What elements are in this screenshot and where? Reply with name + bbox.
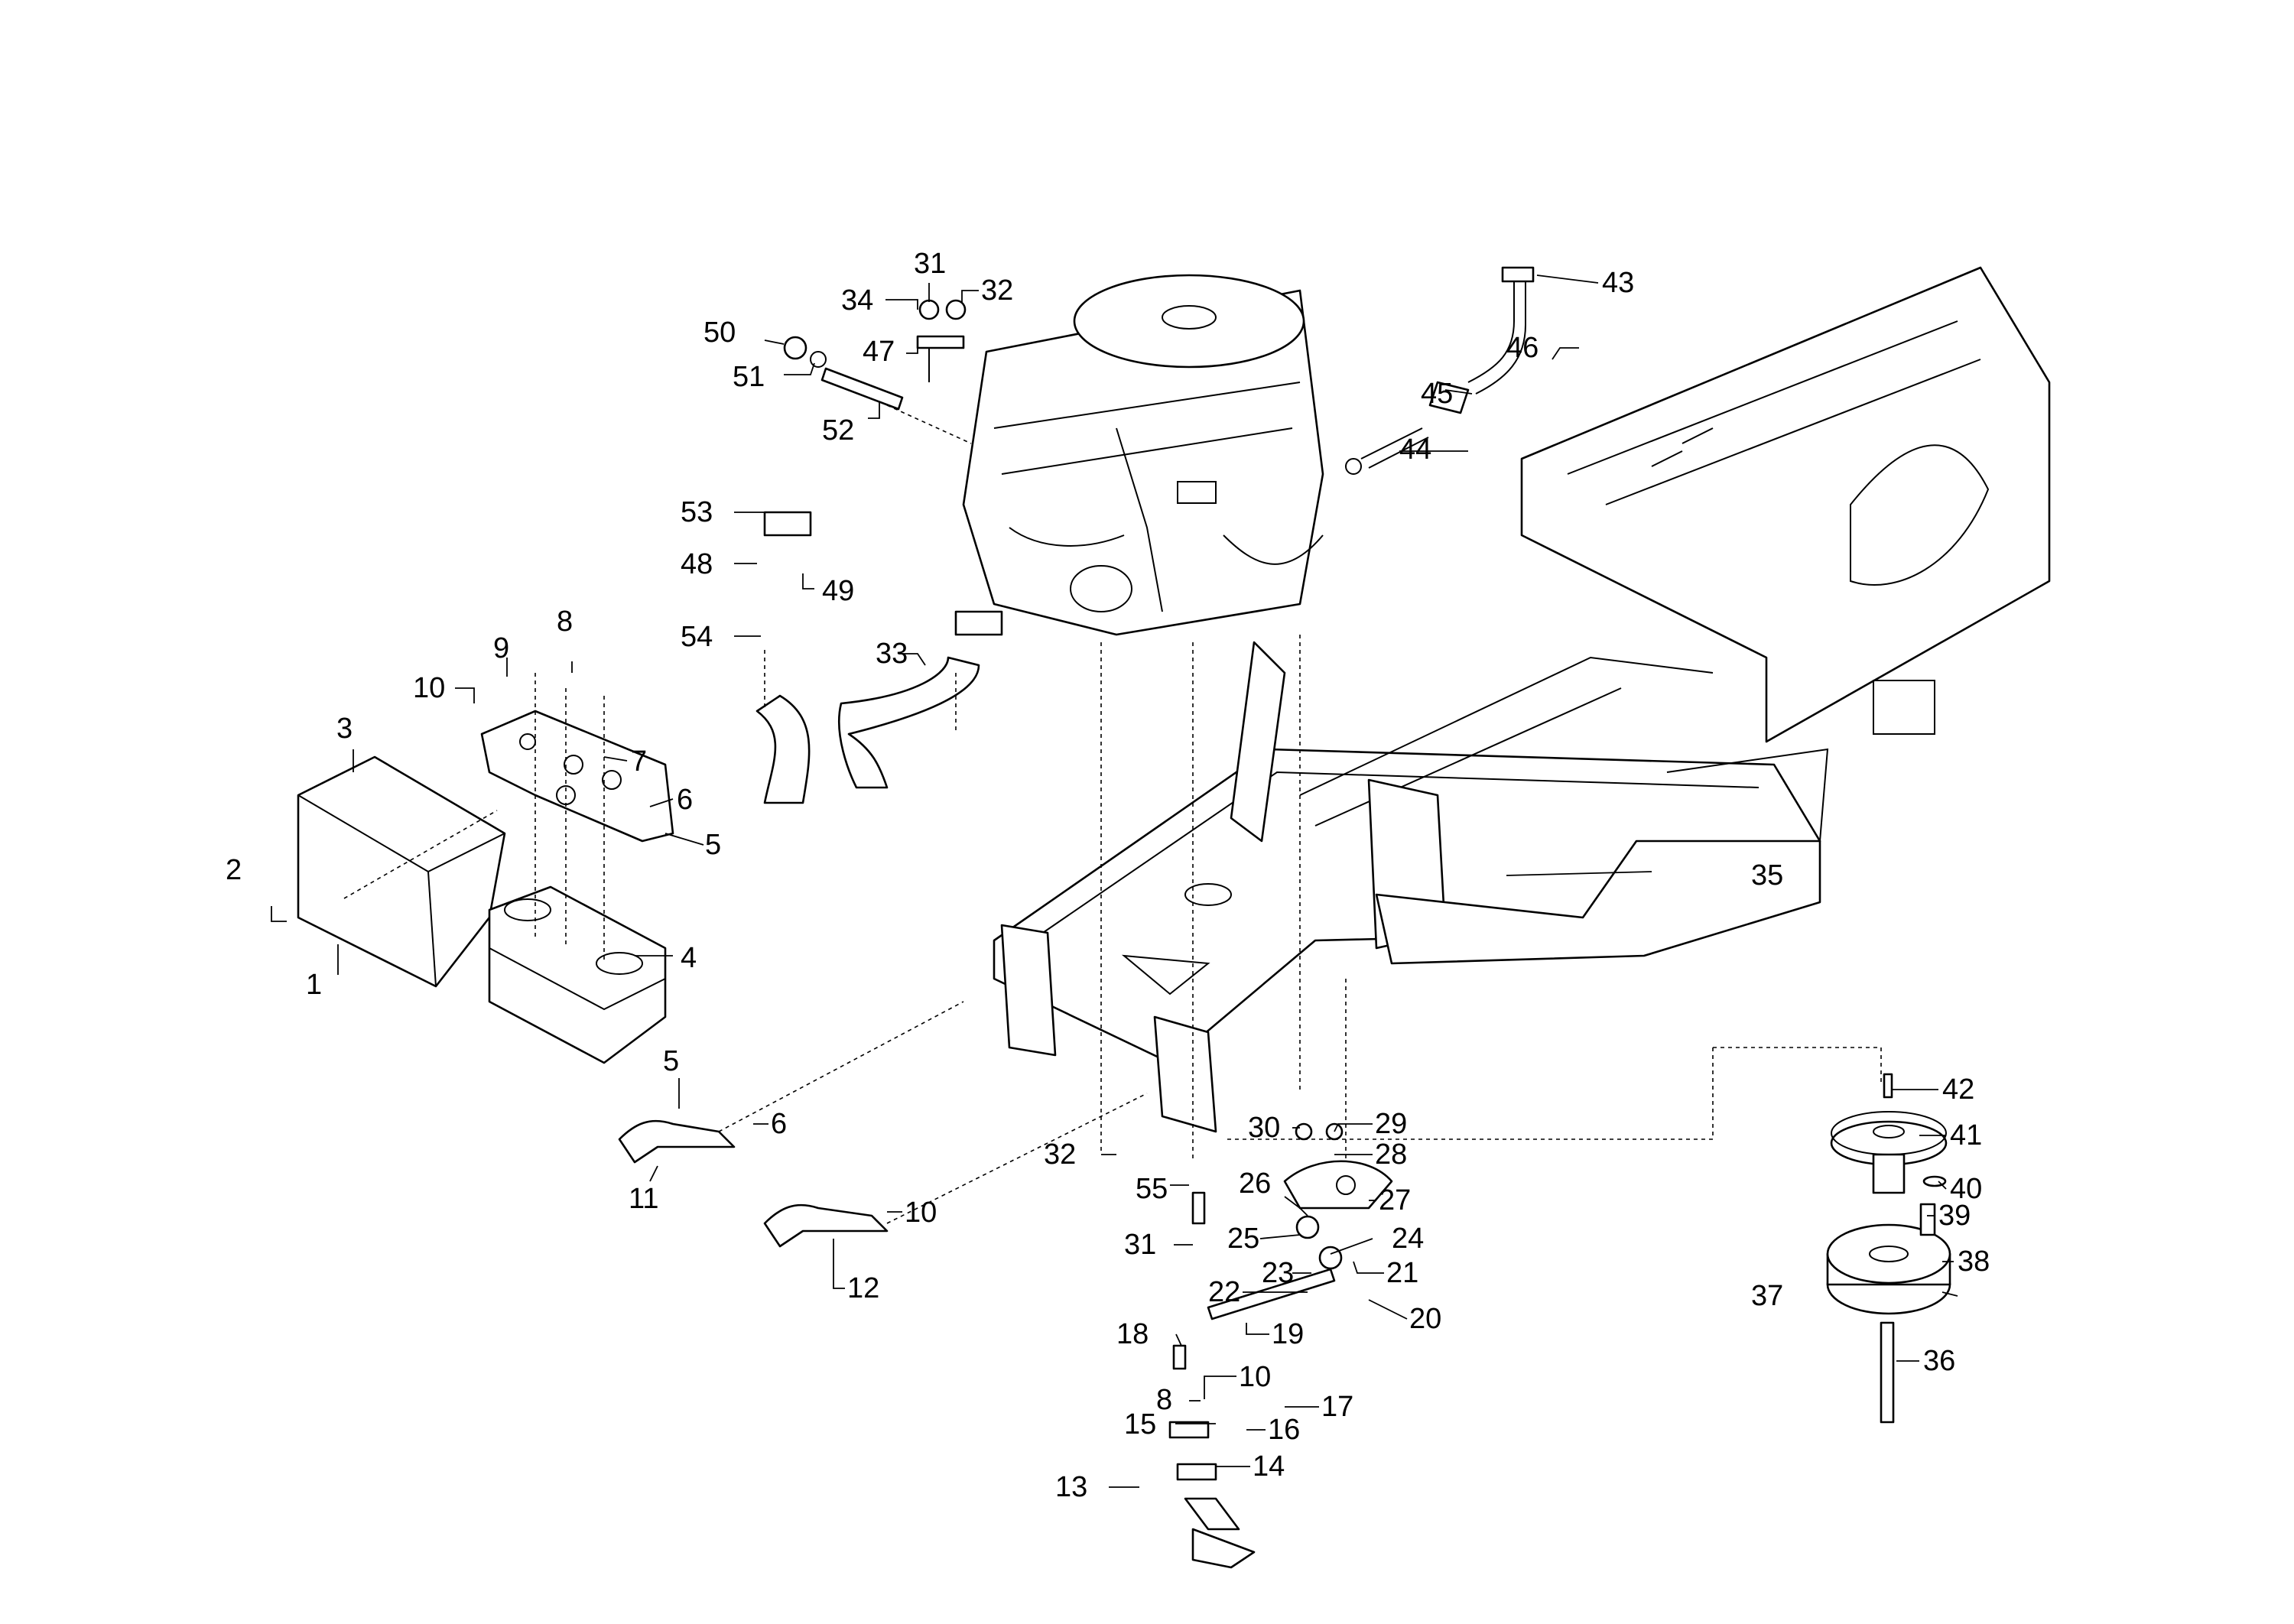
leader-lines xyxy=(271,274,1958,1488)
callout-53: 53 xyxy=(681,496,713,528)
callout-labels: 1 2 3 4 5 5 6 6 7 8 8 9 10 10 10 11 12 1… xyxy=(226,248,1990,1503)
callout-41: 41 xyxy=(1950,1119,1982,1151)
callout-4: 4 xyxy=(681,942,697,974)
callout-25: 25 xyxy=(1227,1223,1259,1255)
callout-31b: 31 xyxy=(1124,1229,1156,1261)
callout-38: 38 xyxy=(1958,1246,1990,1278)
callout-6: 6 xyxy=(677,784,693,816)
callout-10c: 10 xyxy=(1239,1361,1271,1393)
callout-5b: 5 xyxy=(663,1045,679,1077)
callout-46: 46 xyxy=(1506,332,1539,364)
callout-5: 5 xyxy=(705,829,721,861)
callout-17: 17 xyxy=(1321,1391,1353,1423)
callout-49: 49 xyxy=(822,575,854,607)
callout-14: 14 xyxy=(1253,1450,1285,1483)
callout-10b: 10 xyxy=(905,1197,937,1229)
callout-11: 11 xyxy=(629,1183,658,1215)
callout-31: 31 xyxy=(914,248,946,280)
callout-3: 3 xyxy=(336,713,353,745)
callout-1: 1 xyxy=(306,969,322,1001)
engine xyxy=(962,274,1324,636)
tractor-frame xyxy=(993,266,2051,1133)
heat-shield xyxy=(297,755,506,988)
engine-fasteners xyxy=(916,299,967,382)
callout-16: 16 xyxy=(1268,1414,1300,1446)
pto-clutch xyxy=(1223,1047,1951,1424)
callout-2: 2 xyxy=(226,854,242,886)
callout-30: 30 xyxy=(1248,1112,1280,1144)
callout-24: 24 xyxy=(1392,1223,1424,1255)
callout-27: 27 xyxy=(1379,1184,1411,1216)
callout-21: 21 xyxy=(1386,1257,1418,1289)
assembly-lines xyxy=(343,404,1347,1224)
throttle-parts xyxy=(783,336,904,411)
callout-40: 40 xyxy=(1950,1173,1982,1205)
support-arms xyxy=(618,1119,889,1248)
callout-18: 18 xyxy=(1116,1318,1149,1350)
callout-34: 34 xyxy=(841,284,873,317)
callout-50: 50 xyxy=(703,317,736,349)
callout-39: 39 xyxy=(1938,1200,1971,1232)
callout-7: 7 xyxy=(631,745,647,778)
callout-29: 29 xyxy=(1375,1108,1407,1140)
callout-48: 48 xyxy=(681,548,713,580)
callout-33: 33 xyxy=(876,638,908,670)
callout-20: 20 xyxy=(1409,1303,1441,1335)
callout-47: 47 xyxy=(863,336,895,368)
callout-43: 43 xyxy=(1602,267,1634,299)
callout-36: 36 xyxy=(1923,1345,1955,1377)
callout-54: 54 xyxy=(681,621,713,653)
idler-assembly xyxy=(1191,1122,1393,1320)
callout-45: 45 xyxy=(1421,378,1453,410)
pedal-linkage xyxy=(1168,1344,1256,1569)
callout-32: 32 xyxy=(981,274,1013,307)
callout-51: 51 xyxy=(733,361,765,393)
callout-13: 13 xyxy=(1055,1471,1087,1503)
callout-9: 9 xyxy=(493,632,509,664)
muffler xyxy=(488,885,667,1064)
callout-22: 22 xyxy=(1208,1276,1240,1308)
fuel-line xyxy=(1345,266,1535,475)
callout-26: 26 xyxy=(1239,1168,1271,1200)
callout-42: 42 xyxy=(1942,1073,1974,1106)
callout-35: 35 xyxy=(1751,859,1783,892)
callout-55: 55 xyxy=(1136,1173,1168,1205)
muffler-bracket xyxy=(480,710,674,843)
exhaust-pipes xyxy=(755,511,1003,804)
callout-52: 52 xyxy=(822,414,854,447)
callout-23: 23 xyxy=(1262,1257,1294,1289)
callout-32b: 32 xyxy=(1044,1138,1076,1171)
callout-8b: 8 xyxy=(1156,1384,1172,1416)
callout-12: 12 xyxy=(847,1272,879,1304)
callout-19: 19 xyxy=(1272,1318,1304,1350)
callout-10: 10 xyxy=(413,672,445,704)
callout-6b: 6 xyxy=(771,1108,787,1140)
callout-44: 44 xyxy=(1399,434,1431,466)
callout-8: 8 xyxy=(557,606,573,638)
callout-37: 37 xyxy=(1751,1280,1783,1312)
callout-15: 15 xyxy=(1124,1408,1156,1440)
callout-28: 28 xyxy=(1375,1138,1407,1171)
